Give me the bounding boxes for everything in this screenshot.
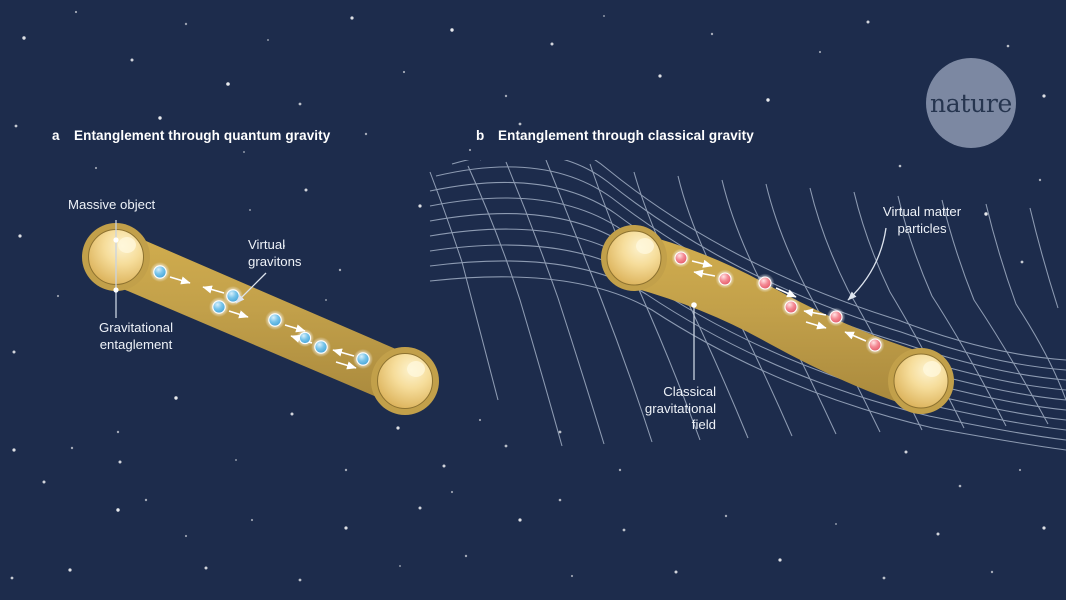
starfield: [10, 10, 1046, 582]
panel-b-virtual-matter-particles: [671, 248, 885, 355]
callout-classical-gravitational-field: Classical gravitational field: [644, 384, 716, 432]
panel-a-title: Entanglement through quantum gravity: [74, 128, 331, 143]
callout-gravitational-entanglement: Gravitational entaglement: [98, 320, 174, 352]
nature-logo-text: nature: [929, 88, 1013, 118]
panel-a-virtual-gravitons: [150, 262, 373, 370]
panel-b-title: Entanglement through classical gravity: [498, 128, 754, 143]
panel-a-leader-lines: [113, 220, 267, 318]
panel-b-dumbbell: [601, 225, 954, 414]
classical-gravitational-field-grid: [429, 160, 1066, 451]
callout-massive-object: Massive object: [68, 197, 156, 212]
panel-a-dumbbell: [82, 223, 439, 415]
panel-a-letter: a: [52, 128, 60, 143]
nature-logo-badge: nature: [926, 58, 1016, 148]
panel-b-letter: b: [476, 128, 485, 143]
panel-b-leader-lines: [691, 227, 887, 380]
callout-virtual-gravitons: Virtual gravitons: [248, 237, 302, 269]
callout-virtual-matter-particles: Virtual matter particles: [882, 204, 962, 236]
